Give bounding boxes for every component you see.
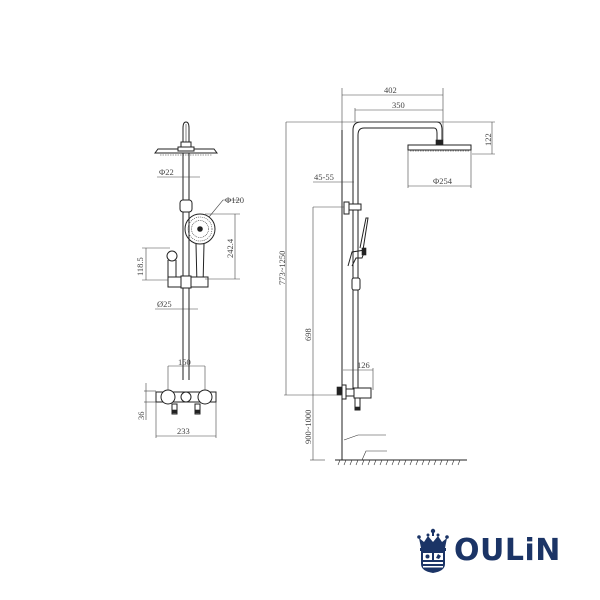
dim-valve-projection: 126 [357, 360, 370, 370]
dim-rail-height: 698 [303, 328, 313, 341]
dim-total-height: 773~1250 [277, 251, 287, 285]
dim-install-height: 900~1000 [303, 410, 313, 444]
hand-shower-side [347, 217, 369, 267]
slider-side [351, 277, 361, 291]
floor [335, 434, 467, 466]
dim-valve-height: 36 [136, 412, 146, 421]
dim-arm-reach: 350 [392, 100, 405, 110]
thermostatic-valve-front [155, 389, 217, 415]
main-rod-front [179, 153, 193, 380]
side-view: 402 350 122 Φ254 45-55 773~1250 [277, 85, 495, 466]
dim-wall-offset: 45-55 [314, 172, 334, 182]
dim-valve-width: 233 [177, 426, 190, 436]
front-view: Φ22 Φ120 242.4 118.5 Ø25 150 [135, 121, 244, 438]
front-dimensions: Φ22 Φ120 242.4 118.5 Ø25 150 [135, 167, 244, 438]
dim-slider-diameter: Ø25 [157, 299, 172, 309]
dim-rod-diameter: Φ22 [159, 167, 174, 177]
crown-crest-icon [417, 528, 449, 573]
dim-arm-total: 402 [384, 85, 397, 95]
top-nipple [180, 121, 192, 148]
overhead-shower-head-front [154, 146, 218, 156]
dim-holder-height: 118.5 [135, 257, 145, 276]
wall-bracket-side [343, 201, 362, 215]
dim-head-height: 122 [483, 133, 493, 146]
brand-logo: OULiN [416, 528, 586, 574]
brand-name: OULiN [454, 533, 561, 568]
riser-and-arm-side [352, 121, 444, 390]
dim-hand-shower-height: 242.4 [225, 238, 235, 258]
side-dimensions: 402 350 122 Φ254 45-55 773~1250 [277, 85, 495, 461]
dim-head-diameter: Φ254 [433, 176, 453, 186]
dim-valve-centers: 150 [178, 357, 191, 367]
valve-side [336, 384, 372, 411]
dim-hand-shower-diameter: Φ120 [225, 195, 244, 205]
overhead-shower-head-side [407, 144, 472, 152]
hand-shower-holder-front [166, 250, 209, 289]
